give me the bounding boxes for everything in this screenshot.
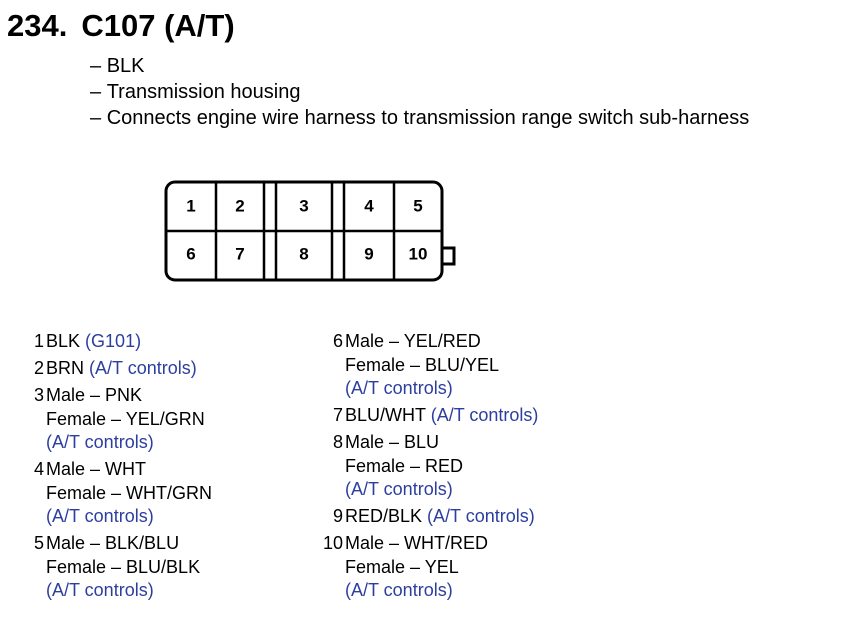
wire-line: RED/BLK (A/T controls) xyxy=(345,505,830,529)
cavity-label: 9 xyxy=(364,245,373,264)
pinout-entry: 8 Male – BLU Female – RED (A/T controls) xyxy=(310,431,830,502)
cavity-label: 5 xyxy=(413,197,422,216)
cavity-label: 7 xyxy=(235,245,244,264)
wire-color-female: Female – BLU/YEL xyxy=(345,354,500,375)
pinout-entry: 10 Male – WHT/RED Female – YEL (A/T cont… xyxy=(310,532,830,603)
wire-color: BRN xyxy=(46,358,85,378)
connector-heading: 234. C107 (A/T) xyxy=(7,6,235,46)
wire-line: BLU/WHT (A/T controls) xyxy=(345,404,830,428)
pinout-entry: 7 BLU/WHT (A/T controls) xyxy=(310,404,830,428)
cavity-label: 10 xyxy=(409,245,428,264)
wire-destination: (G101) xyxy=(85,331,142,351)
wire-color: BLU/WHT xyxy=(345,405,426,425)
connector-lock-tab xyxy=(442,246,456,266)
wire-color-female: Female – RED xyxy=(345,455,464,476)
pin-number: 8 xyxy=(332,432,343,452)
pin-number: 5 xyxy=(33,533,44,553)
wire-color-female: Female – WHT/GRN xyxy=(46,482,213,503)
cavity-label: 3 xyxy=(299,197,308,216)
pinout-list-left: 1 BLK (G101) 2 BRN (A/T controls) 3 Male… xyxy=(14,330,314,606)
wire-color-male: Male – WHT/RED xyxy=(345,533,489,553)
wire-destination: (A/T controls) xyxy=(46,432,154,452)
heading-title: C107 (A/T) xyxy=(81,8,235,43)
pinout-entry: 2 BRN (A/T controls) xyxy=(14,357,314,381)
wire-color-female: Female – BLU/BLK xyxy=(46,556,201,577)
wire-color: BLK xyxy=(46,331,81,351)
wire-color: RED/BLK xyxy=(345,506,423,526)
description-color: BLK xyxy=(90,53,749,79)
description-function: Connects engine wire harness to transmis… xyxy=(90,105,750,131)
wire-destination: (A/T controls) xyxy=(345,580,453,600)
pinout-entry: 1 BLK (G101) xyxy=(14,330,314,354)
wire-color-female: Female – YEL/GRN xyxy=(46,408,205,429)
connector-diagram: 1 2 3 4 5 6 7 8 9 10 xyxy=(164,180,456,282)
wire-color-male: Male – YEL/RED xyxy=(345,331,481,351)
pinout-entry: 5 Male – BLK/BLU Female – BLU/BLK (A/T c… xyxy=(14,532,314,603)
pinout-list-right: 6 Male – YEL/RED Female – BLU/YEL (A/T c… xyxy=(310,330,830,606)
pin-number: 9 xyxy=(332,506,343,526)
cavity-label: 8 xyxy=(299,245,308,264)
wire-color-male: Male – PNK xyxy=(46,385,143,405)
pinout-entry: 9 RED/BLK (A/T controls) xyxy=(310,505,830,529)
pinout-entry: 3 Male – PNK Female – YEL/GRN (A/T contr… xyxy=(14,384,314,455)
pin-number: 3 xyxy=(33,385,44,405)
wire-destination: (A/T controls) xyxy=(89,358,197,378)
pin-number: 2 xyxy=(33,358,44,378)
cavity-label: 6 xyxy=(186,245,195,264)
wire-destination: (A/T controls) xyxy=(345,378,453,398)
heading-number: 234. xyxy=(7,8,68,43)
pin-number: 1 xyxy=(33,331,44,351)
wire-line: BRN (A/T controls) xyxy=(46,357,314,381)
wire-line: BLK (G101) xyxy=(46,330,314,354)
cavity-label: 4 xyxy=(364,197,374,216)
wire-color-female: Female – YEL xyxy=(345,556,459,577)
wire-destination: (A/T controls) xyxy=(46,580,154,600)
wire-color-male: Male – BLU xyxy=(345,432,440,452)
wire-destination: (A/T controls) xyxy=(430,405,539,425)
wire-destination: (A/T controls) xyxy=(345,479,453,499)
pin-number: 6 xyxy=(332,331,343,351)
cavity-label: 1 xyxy=(186,197,195,216)
pinout-entry: 4 Male – WHT Female – WHT/GRN (A/T contr… xyxy=(14,458,314,529)
description-location: Transmission housing xyxy=(90,79,749,105)
wire-destination: (A/T controls) xyxy=(46,506,154,526)
connector-description: BLK Transmission housing Connects engine… xyxy=(90,53,750,131)
pin-number: 10 xyxy=(322,533,343,553)
wire-color-male: Male – WHT xyxy=(46,459,147,479)
pin-number: 7 xyxy=(332,405,343,425)
wire-color-male: Male – BLK/BLU xyxy=(46,533,180,553)
pinout-entry: 6 Male – YEL/RED Female – BLU/YEL (A/T c… xyxy=(310,330,830,401)
wire-destination: (A/T controls) xyxy=(427,506,535,526)
cavity-label: 2 xyxy=(235,197,244,216)
pin-number: 4 xyxy=(33,459,44,479)
